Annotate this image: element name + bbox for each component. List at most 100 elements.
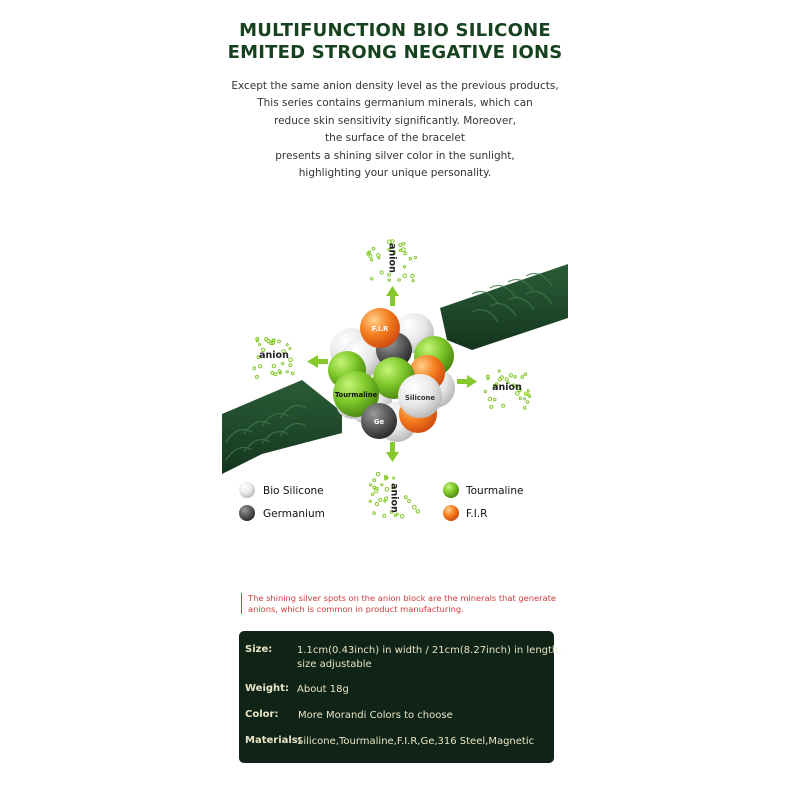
mineral-note-line-1: The shining silver spots on the anion bl…	[248, 593, 556, 603]
anion-particle	[415, 509, 420, 514]
anion-particle	[513, 375, 517, 379]
anion-particle	[366, 251, 371, 256]
anion-particle	[525, 400, 530, 404]
anion-particle	[483, 389, 488, 394]
anion-particle	[410, 273, 415, 279]
anion-particle	[368, 253, 373, 259]
anion-particle	[368, 499, 372, 503]
anion-particle	[489, 404, 494, 409]
legend-tourmaline: Tourmaline	[465, 485, 523, 497]
anion-particle	[487, 396, 493, 402]
spec-value-size-line-2: size adjustable	[297, 658, 372, 670]
anion-particle	[255, 339, 259, 343]
tourmaline-ball-label: Tourmaline	[335, 391, 378, 399]
anion-particle	[255, 374, 259, 379]
anion-particle	[389, 510, 394, 514]
anion-particle	[408, 256, 413, 261]
anion-particle	[386, 239, 392, 245]
anion-particle	[387, 272, 392, 277]
mineral-note-line-2: anions, which is common in product manuf…	[248, 603, 464, 614]
anion-particle	[399, 514, 405, 519]
anion-particle	[378, 497, 383, 502]
anion-particle	[506, 381, 510, 385]
anion-particle	[368, 483, 373, 487]
mineral-note: The shining silver spots on the anion bl…	[241, 593, 568, 614]
anion-particle	[522, 406, 527, 410]
anion-particle	[285, 343, 289, 347]
silicone-ball	[398, 374, 442, 418]
legend-swatch-germanium	[239, 505, 255, 521]
anion-particle	[392, 250, 396, 255]
anion-particle	[402, 265, 407, 269]
anion-particle	[486, 376, 490, 381]
spec-value-materials: Silicone,Tourmaline,F.I.R,Ge,316 Steel,M…	[297, 736, 535, 747]
anion-particle	[526, 389, 530, 393]
anion-label-bottom: anion	[389, 483, 400, 513]
anion-particle	[258, 343, 261, 347]
ge-ball-label: Ge	[374, 418, 385, 426]
anion-particle	[398, 243, 403, 247]
anion-particle	[256, 355, 261, 359]
anion-particle	[390, 239, 395, 244]
anion-particle	[277, 369, 282, 374]
intro-line: the surface of the bracelet	[325, 132, 465, 145]
intro-line: reduce skin sensitivity significantly. M…	[273, 114, 516, 127]
legend-fir: F.I.R	[466, 508, 487, 520]
anion-particle	[369, 258, 374, 262]
anion-particle	[520, 375, 525, 379]
page-title: MULTIFUNCTION BIO SILICONE EMITED STRONG…	[0, 20, 790, 64]
anion-particle	[393, 513, 397, 518]
anion-particle	[407, 499, 412, 503]
anion-particle	[494, 382, 499, 386]
anion-particle	[375, 486, 379, 491]
legend-germanium: Germanium	[263, 508, 325, 520]
anion-particle	[398, 248, 402, 253]
spec-label-weight: Weight:	[245, 683, 289, 694]
anion-particle	[516, 386, 521, 391]
spec-label-materials: Materials:	[245, 735, 302, 746]
anion-particle	[260, 347, 266, 353]
anion-particle	[401, 247, 406, 253]
anion-particle	[264, 337, 269, 342]
arrow-up-icon	[386, 286, 399, 306]
anion-particle	[281, 349, 286, 354]
anion-particle	[403, 495, 408, 500]
anion-particle	[402, 273, 408, 279]
fir-ball	[360, 308, 400, 348]
anion-particle	[492, 397, 497, 402]
anion-particle	[391, 485, 395, 490]
anion-particle	[285, 370, 289, 374]
anion-particle	[271, 338, 276, 343]
bracelet-band	[222, 264, 568, 474]
anion-particle	[401, 242, 406, 246]
ge-ball	[361, 403, 397, 439]
anion-particle	[288, 347, 292, 351]
anion-label-right: anion	[492, 382, 522, 393]
spec-label-color: Color:	[245, 709, 279, 720]
mineral-ball-cluster	[328, 308, 455, 442]
legend-bio-silicone: Bio Silicone	[263, 485, 324, 497]
page-title-line-2: EMITED STRONG NEGATIVE IONS	[227, 42, 563, 63]
anion-particle	[497, 369, 501, 373]
anion-particle	[411, 279, 415, 283]
anion-particle	[384, 496, 389, 501]
anion-label-left: anion	[259, 350, 289, 361]
spec-label-size: Size:	[245, 644, 273, 655]
anion-particle	[387, 247, 391, 252]
tourmaline-ball	[333, 371, 379, 417]
anion-particle	[372, 485, 377, 490]
silicone-ball-label: Silicone	[405, 394, 435, 402]
anion-particle	[514, 391, 520, 396]
intro-paragraph: Except the same anion density level as t…	[0, 78, 790, 182]
legend: Bio Silicone Germanium Tourmaline F.I.R	[239, 482, 523, 521]
anion-particle	[288, 357, 293, 363]
anion-particle	[374, 501, 380, 507]
anion-particle	[526, 392, 531, 397]
anion-particle	[383, 499, 387, 503]
arrow-down-icon	[386, 442, 399, 462]
anion-particle	[380, 483, 384, 487]
spec-value-weight: About 18g	[297, 684, 349, 695]
anion-particle	[372, 511, 376, 515]
spec-panel: Size: 1.1cm(0.43inch) in width / 21cm(8.…	[239, 631, 561, 763]
anion-particle	[523, 397, 527, 401]
